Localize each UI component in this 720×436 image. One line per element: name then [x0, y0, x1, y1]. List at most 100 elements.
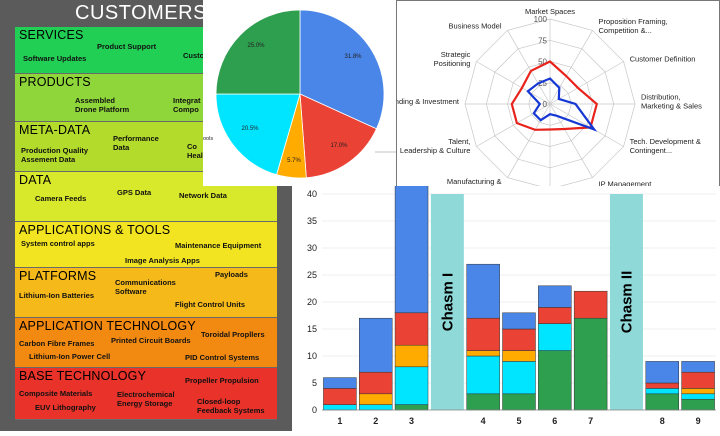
bar-x-tick-label: 9: [696, 416, 701, 426]
bar-y-tick-label: 5: [312, 378, 317, 388]
bar-segment: [538, 307, 572, 324]
radar-spoke: [507, 103, 551, 178]
bar-segment: [538, 350, 572, 411]
pie-slice: [215, 93, 301, 176]
radar-tick-label: 100: [534, 15, 548, 24]
bar-segment: [538, 285, 572, 308]
bar-x-tick-label: 1: [337, 416, 342, 426]
layer-title: BASE TECHNOLOGY: [19, 369, 147, 383]
chasm-band: [430, 194, 464, 410]
bar-segment: [573, 317, 608, 411]
layer-item: Carbon Fibre Frames: [19, 339, 95, 348]
bar-segment: [466, 393, 500, 411]
bar-x-tick-label: 2: [373, 416, 378, 426]
bar-y-tick-label: 30: [307, 243, 317, 253]
bar-segment: [573, 290, 608, 319]
bar-y-tick-label: 10: [307, 351, 317, 361]
layer-item: Co Heal: [187, 142, 203, 160]
bar-segment: [502, 328, 536, 351]
radar-spoke: [549, 61, 624, 105]
layer-item: PID Control Systems: [185, 353, 260, 362]
layer-item: Integrat Compo: [173, 96, 201, 114]
layer-item: Payloads: [215, 270, 248, 279]
bar-segment: [645, 382, 679, 389]
layer-item: System control apps: [21, 239, 95, 248]
layer-title: META-DATA: [19, 123, 91, 137]
radar-axis-label: IP Management: [599, 180, 653, 189]
layer-title: APPLICATIONS & TOOLS: [19, 223, 171, 237]
bar-x-tick-label: 7: [588, 416, 593, 426]
layer-item: Communications Software: [115, 278, 176, 296]
bar-x-tick-label: 5: [516, 416, 521, 426]
radar-tick-label: 75: [538, 36, 547, 45]
pie-slice-label: 17.0%: [330, 143, 348, 149]
pie-chart: 31.8%17.0%5.7%20.5%25.0%ools: [203, 0, 396, 186]
bar-segment: [359, 393, 393, 405]
pie-side-text: ools: [203, 136, 213, 142]
bar-segment: [681, 388, 715, 395]
bar-y-tick-label: 25: [307, 270, 317, 280]
layer-item: Assembled Drone Platform: [75, 96, 130, 114]
radar-spoke: [549, 103, 624, 147]
layer-item: Printed Circuit Boards: [111, 336, 191, 345]
bar-segment: [466, 317, 500, 351]
radar-spoke: [476, 61, 551, 105]
radar-tick-label: 25: [538, 79, 547, 88]
radar-tick-label: 50: [538, 58, 547, 67]
bar-segment: [681, 361, 715, 373]
layer-item: Propeller Propulsion: [185, 376, 259, 385]
bar-segment: [394, 404, 429, 411]
radar-spoke: [549, 30, 593, 105]
pie-slice-label: 5.7%: [287, 158, 301, 164]
bar-segment: [359, 404, 393, 411]
layer-item: Image Analysis Apps: [125, 256, 200, 265]
chasm-label: Chasm II: [618, 271, 635, 334]
layer-item: Lithium-Ion Batteries: [19, 291, 95, 300]
pie-slice-label: 25.0%: [247, 43, 265, 49]
bar-segment: [645, 361, 679, 384]
layer-title: PRODUCTS: [19, 75, 91, 89]
bar-segment: [359, 317, 393, 373]
pie-slice: [299, 93, 377, 179]
layer-title: SERVICES: [19, 28, 84, 42]
layer-item: Custo: [183, 51, 205, 60]
bar-segment: [394, 344, 429, 368]
radar-axis-label: Proposition Framing,Competition &...: [599, 17, 668, 35]
customers-title: CUSTOMERS: [75, 2, 207, 24]
layer-item: Closed-loop Feedback Systems: [197, 397, 265, 415]
layer-item: Composite Materials: [19, 389, 93, 398]
bar-x-tick-label: 3: [409, 416, 414, 426]
radar-axis-label: Business Model: [449, 21, 502, 30]
layer-application-technology: APPLICATION TECHNOLOGY Carbon Fibre Frame…: [15, 318, 277, 368]
bar-segment: [466, 263, 500, 319]
bar-segment: [681, 398, 715, 411]
radar-tick-label: 0: [543, 100, 548, 109]
bar-segment: [502, 361, 536, 395]
bar-segment: [502, 393, 536, 411]
layer-item: Flight Control Units: [175, 300, 245, 309]
radar-spoke: [507, 30, 551, 105]
chasm-label: Chasm I: [439, 273, 456, 331]
layer-item: GPS Data: [117, 188, 152, 197]
bar-y-tick-label: 40: [307, 189, 317, 199]
bar-segment: [323, 377, 357, 389]
radar-axis-label: Talent,Leadership & Culture: [400, 137, 470, 155]
bar-segment: [394, 312, 429, 346]
bar-segment: [645, 393, 679, 411]
radar-axis-label: Customer Definition: [630, 55, 696, 64]
layer-title: APPLICATION TECHNOLOGY: [19, 319, 196, 333]
bar-x-tick-label: 8: [660, 416, 665, 426]
layer-item: Lithium-Ion Power Cell: [29, 352, 111, 361]
bar-segment: [359, 371, 393, 395]
layer-item: Toroidal Propllers: [201, 330, 265, 339]
pie-slice: [215, 9, 301, 95]
layer-item: Production Quality Assement Data: [21, 146, 89, 164]
layer-item: Product Support: [97, 42, 157, 51]
